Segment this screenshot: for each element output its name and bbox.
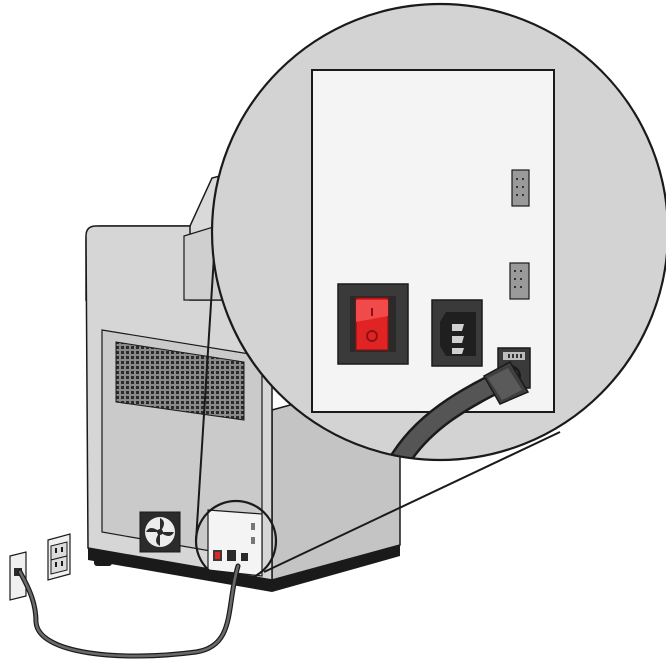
instrument-base: [88, 545, 400, 592]
duplex-outlet-icon: [47, 533, 71, 581]
magnified-callout: [210, 2, 666, 462]
instrument-foot: [94, 556, 112, 566]
usb-port-icon: [509, 262, 530, 300]
rear-connector-panel-small: [207, 509, 263, 577]
callout-large-circle: [210, 2, 666, 462]
serial-port-icon: [511, 169, 530, 207]
power-inlet-small: [227, 550, 236, 561]
wall-outlets: [9, 533, 71, 601]
callout-leader-lines: [195, 255, 561, 573]
fan-icon: [139, 511, 181, 553]
instrument-body: [85, 171, 401, 592]
network-port-small: [241, 553, 248, 561]
ethernet-plug: [482, 361, 530, 405]
rocker-switch-icon: [337, 283, 409, 365]
network-cable: [18, 564, 240, 658]
iec-power-inlet-icon: [431, 299, 483, 367]
vent-grille: [115, 341, 245, 421]
